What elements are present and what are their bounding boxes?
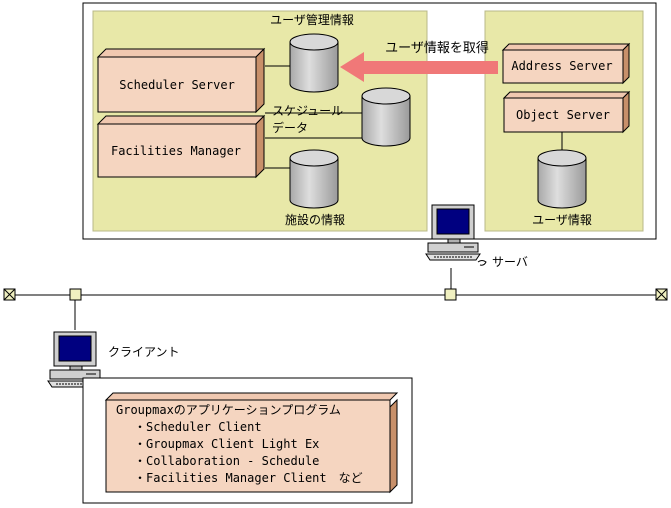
- client-app-item: ・Groupmax Client Light Ex: [134, 437, 319, 451]
- client-app-item: ・Scheduler Client: [134, 420, 262, 434]
- address-server-label: Address Server: [511, 59, 612, 73]
- scheduler-server-label: Scheduler Server: [119, 78, 235, 92]
- client-apps-title: Groupmaxのアプリケーションプログラム: [116, 403, 341, 417]
- arrow-left-icon: [340, 52, 498, 82]
- client-apps-box: Groupmaxのアプリケーションプログラム ・Scheduler Client…: [104, 392, 399, 494]
- get-user-info-label: ユーザ情報を取得: [385, 40, 489, 56]
- database-icon: [361, 87, 411, 147]
- client-label: クライアント: [108, 345, 180, 359]
- server-node: [444, 288, 457, 301]
- database-icon: [289, 33, 339, 93]
- client-node: [69, 288, 82, 301]
- server-label: サーバ: [492, 255, 528, 269]
- database-icon: [289, 149, 339, 209]
- user-management-label: ユーザ管理情報: [270, 12, 354, 27]
- mouse-icon: [477, 260, 487, 266]
- network-terminator-icon: [3, 288, 16, 301]
- scheduler-server-box: Scheduler Server: [96, 47, 266, 114]
- database-icon: [537, 149, 587, 209]
- object-server-label: Object Server: [516, 108, 610, 122]
- facility-info-label: 施設の情報: [285, 212, 345, 227]
- client-app-item: ・Facilities Manager Client など: [134, 471, 363, 485]
- network-terminator-icon: [655, 288, 668, 301]
- schedule-data-label-line1: スケジュール: [272, 104, 343, 118]
- client-app-item: ・Collaboration - Schedule: [134, 454, 319, 468]
- object-server-box: Object Server: [502, 90, 631, 134]
- user-info-label: ユーザ情報: [532, 213, 592, 227]
- schedule-data-label-line2: データ: [272, 120, 308, 135]
- computer-icon: [425, 204, 481, 261]
- facilities-manager-box: Facilities Manager: [96, 114, 266, 179]
- facilities-manager-label: Facilities Manager: [111, 144, 241, 158]
- address-server-box: Address Server: [501, 42, 631, 85]
